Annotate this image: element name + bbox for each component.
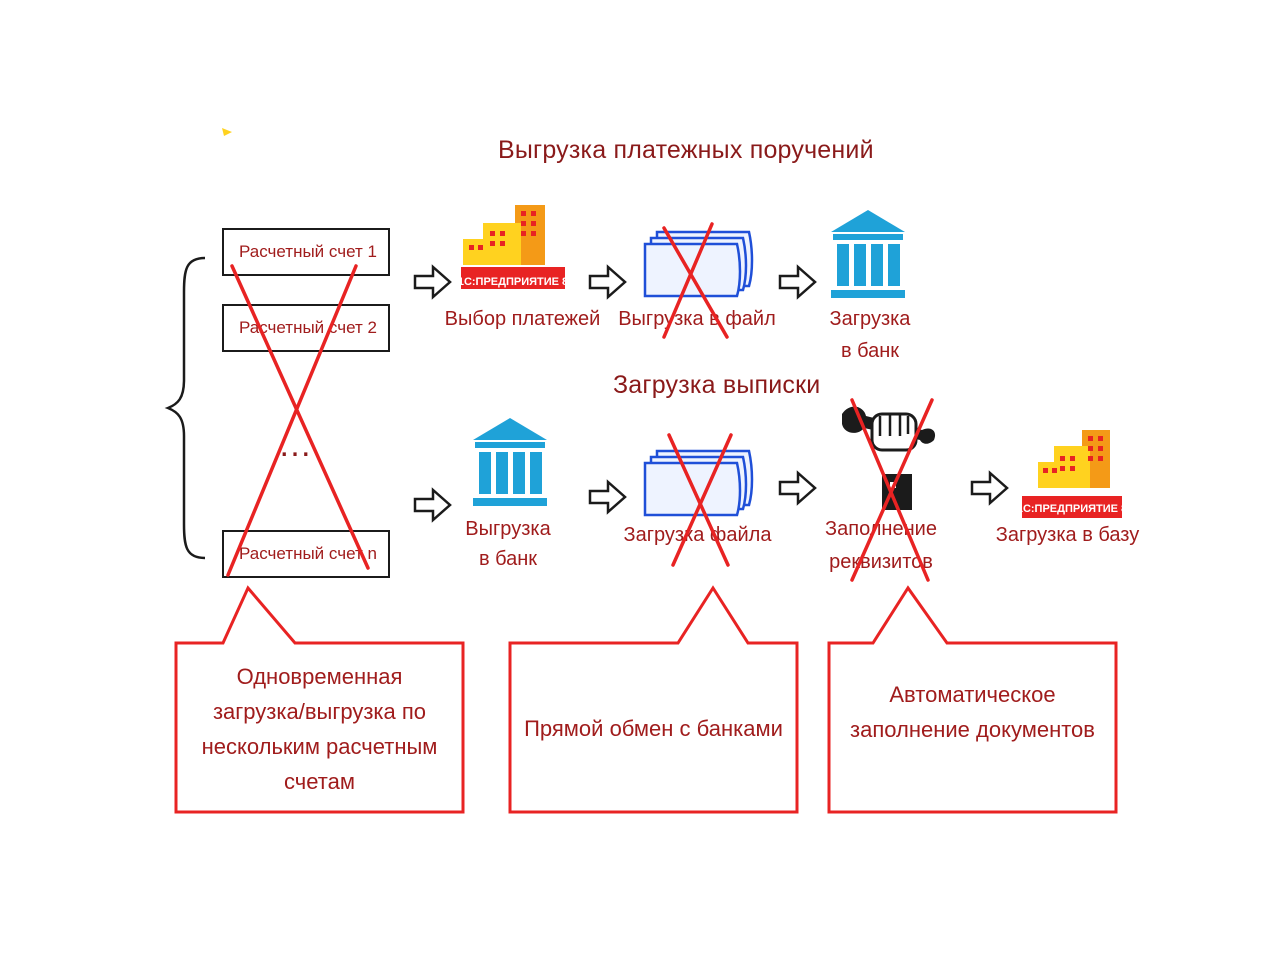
callout-multi-account: Одновременная загрузка/выгрузка по неско… <box>176 645 463 812</box>
load-file-label: Загрузка файла <box>623 524 772 546</box>
upload-to-bank-label-1: Загрузка <box>829 308 911 330</box>
download-from-bank-label-1: Выгрузка <box>465 518 551 540</box>
import-title: Загрузка выписки <box>613 371 821 399</box>
account-box-2: Расчетный счет 2 <box>222 304 390 352</box>
callout-shapes <box>174 585 1118 814</box>
callout-left-line-1: Одновременная <box>236 663 403 689</box>
fill-details-label-2: реквизитов <box>829 551 933 573</box>
export-to-file-label: Выгрузка в файл <box>618 308 776 330</box>
callout-middle-text: Прямой обмен с банками <box>524 716 783 741</box>
callout-direct-exchange: Прямой обмен с банками <box>510 645 797 812</box>
arrow-r2-2 <box>588 480 627 514</box>
building-icon <box>1022 430 1122 518</box>
arrow-r2-3 <box>778 471 817 505</box>
arrow-r1-2 <box>588 265 627 299</box>
brand-badge-1: 1С:ПРЕДПРИЯТИЕ 8 <box>458 276 568 288</box>
account-box-n: Расчетный счет n <box>222 530 390 578</box>
upload-to-bank-label-2: в банк <box>840 340 900 362</box>
arrow-r2-1 <box>413 488 452 522</box>
callout-left-line-3: нескольким расчетным <box>201 733 438 759</box>
callout-left-line-4: счетам <box>284 768 355 794</box>
cross-out-marks <box>226 222 934 582</box>
callout-right-line-1: Автоматическое <box>889 681 1056 707</box>
building-icon <box>461 205 565 289</box>
callout-left-line-2: загрузка/выгрузка по <box>212 698 427 724</box>
curly-brace <box>164 256 206 560</box>
load-to-base-label: Загрузка в базу <box>995 524 1140 546</box>
bank-icon <box>831 210 905 298</box>
select-payments-label: Выбор платежей <box>444 308 601 330</box>
bank-icon <box>473 418 547 506</box>
brand-badge-2: 1С:ПРЕДПРИЯТИЕ 8 <box>1017 503 1127 515</box>
account-box-1: Расчетный счет 1 <box>222 228 390 276</box>
arrow-r1-1 <box>413 265 452 299</box>
download-from-bank-label-2: в банк <box>478 548 538 570</box>
arrow-r1-3 <box>778 265 817 299</box>
callout-right-line-2: заполнение документов <box>850 716 1095 742</box>
callout-auto-fill: Автоматическое заполнение документов <box>829 645 1116 778</box>
arrow-r2-4 <box>970 471 1009 505</box>
export-title: Выгрузка платежных поручений <box>498 136 874 164</box>
